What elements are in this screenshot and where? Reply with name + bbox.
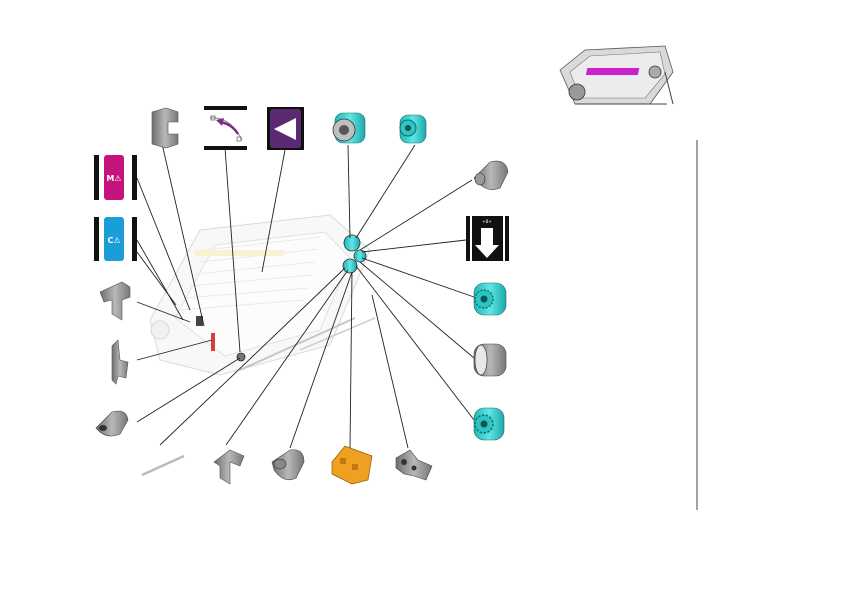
- small-roller-gear-icon: [399, 114, 427, 144]
- lock-unlock-dial-icon: [204, 106, 247, 150]
- spring-latch-icon: [395, 449, 433, 481]
- purple-arrow-label-icon: GIFS: [267, 107, 304, 150]
- bottom-bushing-icon: [271, 449, 305, 481]
- c-clip-icon: [151, 107, 179, 149]
- cyan-label-text: C⚠: [107, 236, 120, 245]
- coupling-icon: [473, 160, 509, 190]
- center-gear-top: [343, 234, 361, 252]
- magenta-toner-label-icon: M⚠: [94, 155, 137, 200]
- latch-icon: [111, 339, 129, 385]
- roller-gear-icon: [332, 112, 366, 144]
- l-bracket-icon: [99, 281, 131, 321]
- center-red-mark: [211, 333, 215, 351]
- arrow-label-text: +B+: [482, 219, 491, 224]
- right-roller-gear-2-icon: [473, 407, 505, 441]
- purple-label-text: GIFS: [288, 126, 293, 136]
- sleeve-icon: [473, 343, 507, 377]
- leader-lines: [136, 134, 475, 449]
- rod-icon: [141, 454, 185, 477]
- cyan-toner-label-icon: C⚠: [94, 217, 137, 261]
- magenta-label-text: M⚠: [106, 174, 121, 183]
- right-roller-gear-1-icon: [473, 282, 507, 316]
- orange-bracket-icon: [331, 445, 373, 485]
- bottom-bracket-icon: [213, 449, 245, 485]
- drum-assembly-icon: [149, 214, 376, 376]
- assembly-thumbnail: [559, 45, 674, 105]
- center-magenta-mark: [196, 316, 203, 326]
- center-bushing: [236, 352, 246, 362]
- down-arrow-label-icon: +B+: [466, 216, 509, 261]
- center-gear-low: [342, 258, 358, 274]
- bushing-icon: [95, 410, 129, 437]
